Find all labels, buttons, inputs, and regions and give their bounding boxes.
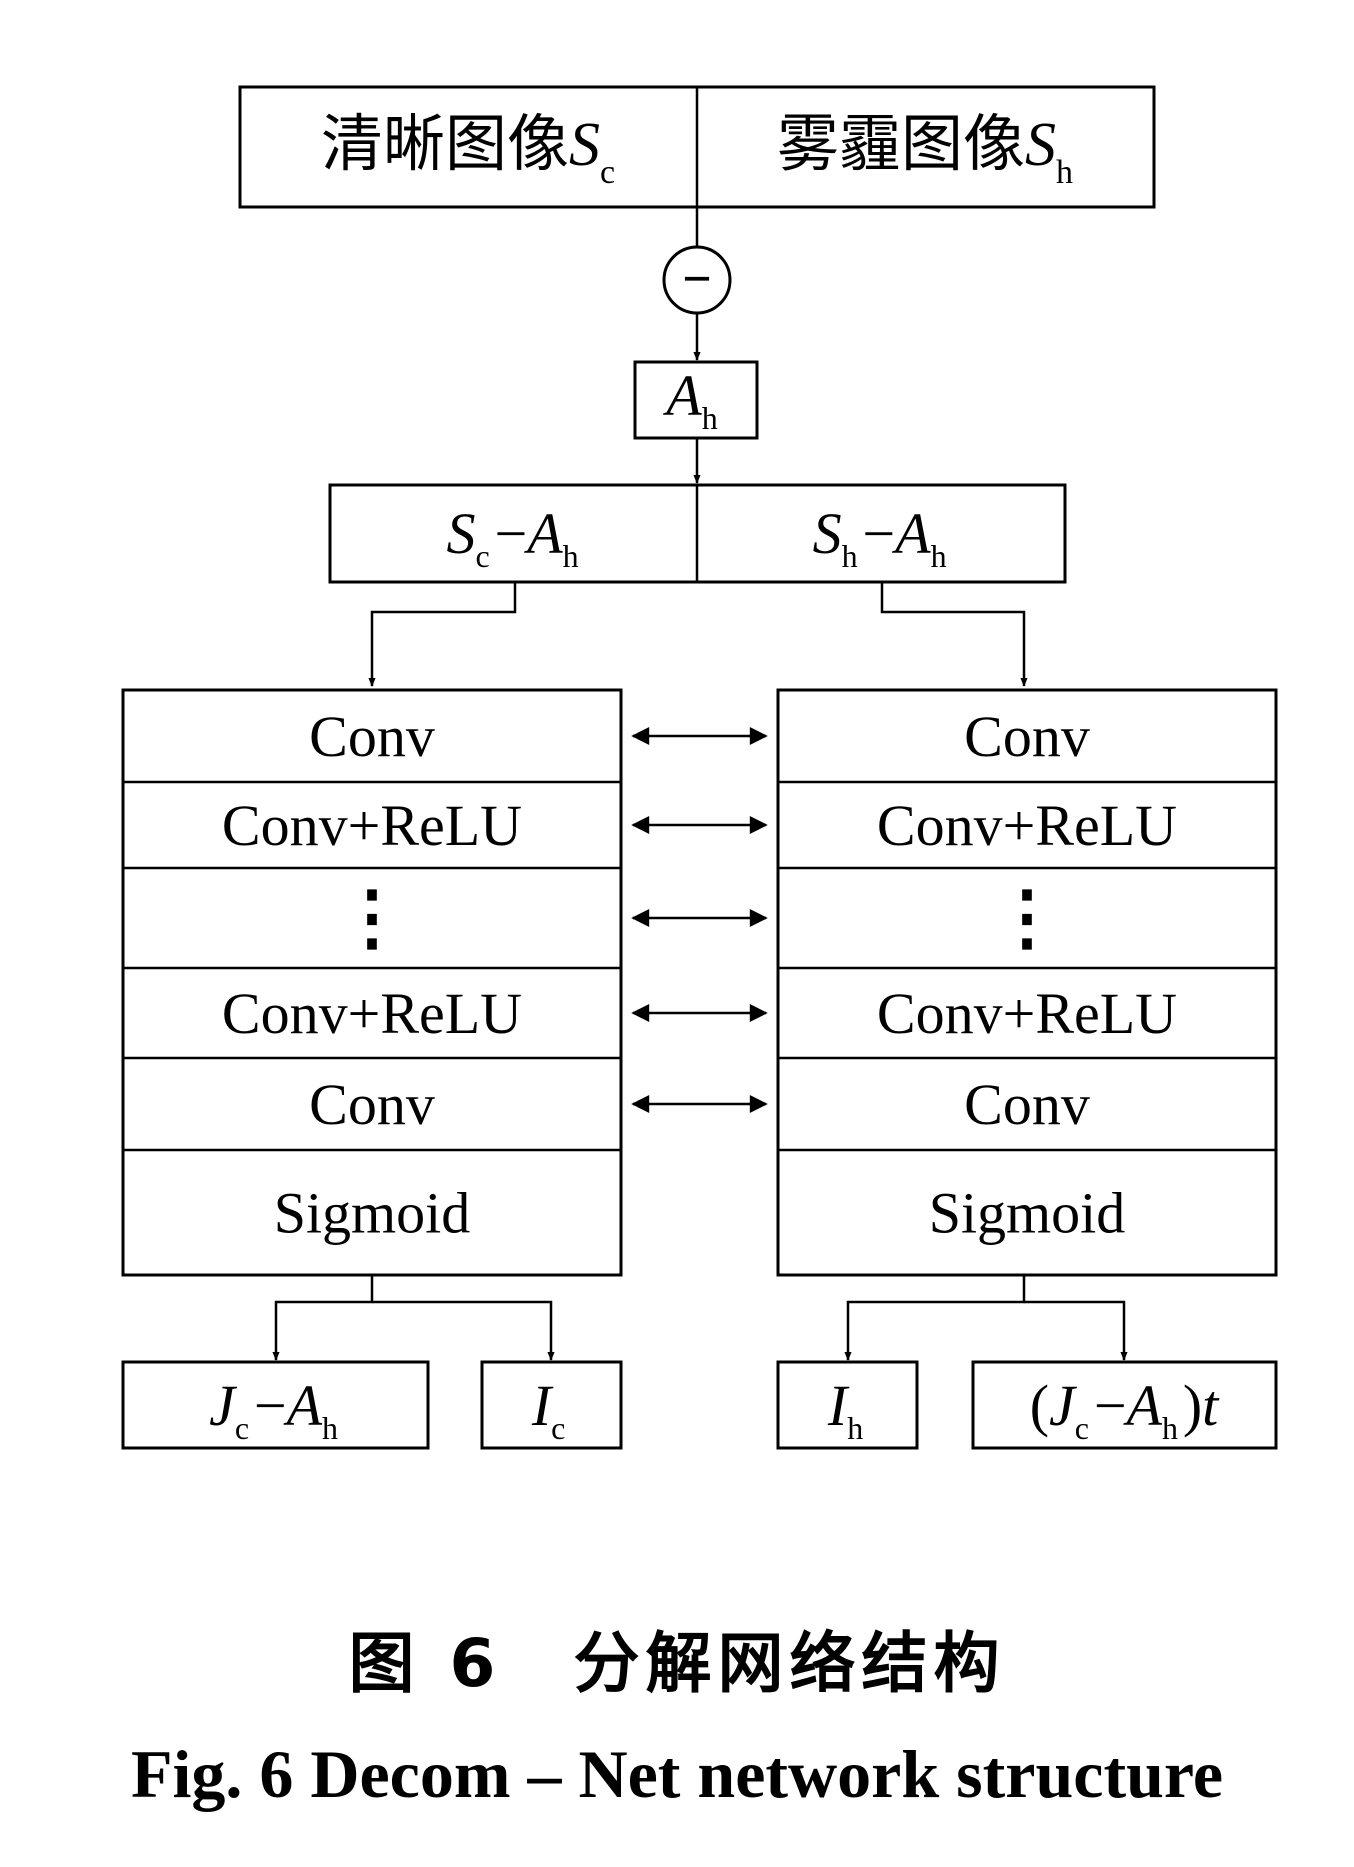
jc-minus-ah-t-label: (Jc −Ah )t <box>1030 1373 1220 1446</box>
jc-minus-ah-t-box <box>971 1360 1278 1450</box>
right-output-split <box>844 1275 1026 1361</box>
sh-minus-ah-label: Sh −Ah <box>813 501 952 574</box>
sc-minus-ah-label: Sc −Ah <box>446 501 583 574</box>
ih-box <box>776 1360 919 1450</box>
right-layer-conv-relu-label: Conv+ReLU <box>877 981 1177 1046</box>
left-output-split-right <box>372 1300 555 1361</box>
left-layer-conv-label: Conv <box>309 1072 435 1137</box>
hazy-image-label: 雾霾图像Sh <box>777 111 1073 191</box>
right-layer-conv-label: Conv <box>964 1072 1090 1137</box>
jc-minus-ah-label: Jc −Ah <box>209 1373 343 1446</box>
clear-image-label: 清晰图像Sc <box>321 111 615 191</box>
right-output-split-right <box>1024 1300 1128 1361</box>
ah-label: Ah <box>662 363 717 436</box>
ah-box <box>633 360 759 440</box>
caption-english: Fig. 6 Decom – Net network structure <box>130 1736 1224 1812</box>
jc-minus-ah-box <box>121 1360 430 1450</box>
ih-label: Ih <box>827 1373 868 1446</box>
right-stack-frame <box>776 688 1278 1277</box>
subtract-symbol: − <box>682 251 712 308</box>
caption-chinese: 图 6 分解网络结构 <box>348 1625 1006 1702</box>
right-layer-conv-relu-label: Conv+ReLU <box>877 793 1177 858</box>
right-layer-sigmoid-label: Sigmoid <box>929 1181 1126 1246</box>
left-layer-conv-relu-label: Conv+ReLU <box>222 793 522 858</box>
left-layer-ellipsis-label: ⋮ <box>336 878 408 958</box>
left-layer-sigmoid-label: Sigmoid <box>274 1181 471 1246</box>
left-output-split <box>272 1275 374 1361</box>
weight-sharing-arrows <box>631 727 768 1113</box>
left-layer-conv-relu-label: Conv+ReLU <box>222 981 522 1046</box>
diff-left-to-branch-arrow <box>368 582 517 687</box>
left-stack-frame <box>121 688 623 1277</box>
diff-right-to-branch-arrow <box>880 582 1028 687</box>
right-layer-ellipsis-label: ⋮ <box>991 878 1063 958</box>
right-layer-conv-label: Conv <box>964 704 1090 769</box>
left-layer-conv-label: Conv <box>309 704 435 769</box>
ic-box <box>480 1360 623 1450</box>
ic-label: Ic <box>531 1373 570 1446</box>
